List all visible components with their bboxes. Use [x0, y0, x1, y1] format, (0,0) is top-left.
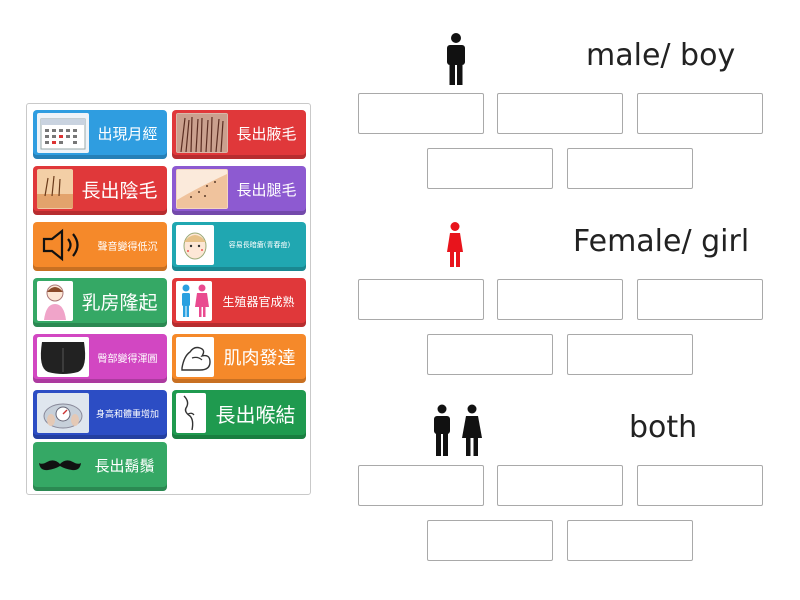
drop-slot-female[interactable] — [497, 279, 623, 320]
hips-icon — [37, 337, 89, 377]
card-label: 容易長暗瘡(青春痘) — [228, 241, 291, 249]
card-label: 長出腿毛 — [236, 180, 297, 199]
drop-slot-male[interactable] — [637, 93, 763, 134]
card-label: 聲音變得低沉 — [97, 241, 158, 253]
card-label: 出現月經 — [97, 124, 158, 143]
card-label: 肌肉發達 — [223, 348, 296, 369]
card-label: 乳房隆起 — [81, 291, 158, 314]
throat-icon — [176, 393, 206, 433]
mustache-icon — [37, 445, 83, 485]
drop-slot-both[interactable] — [358, 465, 484, 506]
leg-icon — [176, 169, 228, 209]
drop-slot-female[interactable] — [637, 279, 763, 320]
card-breast-development[interactable]: 乳房隆起 — [33, 278, 167, 327]
category-title-both: both — [629, 410, 698, 445]
skin-hair-icon — [37, 169, 73, 209]
card-armpit-hair[interactable]: 長出腋毛 — [172, 110, 306, 159]
drop-slot-both[interactable] — [567, 520, 693, 561]
card-label: 長出鬍鬚 — [94, 456, 155, 475]
male-icon — [445, 33, 467, 91]
card-label: 長出喉結 — [215, 402, 296, 427]
drop-slot-female[interactable] — [358, 279, 484, 320]
drop-slot-male[interactable] — [427, 148, 553, 189]
category-title-female: Female/ girl — [573, 224, 750, 259]
drop-slot-female[interactable] — [567, 334, 693, 375]
card-rounder-hips[interactable]: 臀部變得渾圓 — [33, 334, 167, 383]
card-label: 長出陰毛 — [81, 179, 158, 202]
card-adams-apple[interactable]: 長出喉結 — [172, 390, 306, 439]
card-voice-deepens[interactable]: 聲音變得低沉 — [33, 222, 167, 271]
girl-icon — [37, 281, 73, 321]
acne-face-icon — [176, 225, 214, 265]
drop-slot-both[interactable] — [637, 465, 763, 506]
speaker-icon — [37, 225, 89, 265]
card-label: 生殖器官成熟 — [222, 294, 295, 309]
male-female-icon — [432, 404, 484, 462]
card-pubic-hair[interactable]: 長出陰毛 — [33, 166, 167, 215]
card-beard-growth[interactable]: 長出鬍鬚 — [33, 442, 167, 491]
drop-slot-male[interactable] — [358, 93, 484, 134]
card-label: 臀部變得渾圓 — [97, 353, 158, 365]
drop-slot-female[interactable] — [427, 334, 553, 375]
drop-slot-both[interactable] — [497, 465, 623, 506]
card-height-weight[interactable]: 身高和體重增加 — [33, 390, 167, 439]
card-reproductive-maturity[interactable]: 生殖器官成熟 — [172, 278, 306, 327]
female-icon — [446, 222, 464, 272]
card-leg-hair[interactable]: 長出腿毛 — [172, 166, 306, 215]
drop-slot-both[interactable] — [427, 520, 553, 561]
restroom-icon — [176, 281, 212, 321]
card-menstruation[interactable]: 出現月經 — [33, 110, 167, 159]
card-palette: 出現月經 長出腋毛 長出陰毛 — [26, 103, 311, 495]
drop-slot-male[interactable] — [567, 148, 693, 189]
scale-icon — [37, 393, 89, 433]
muscle-arm-icon — [176, 337, 214, 377]
card-label: 身高和體重增加 — [95, 409, 159, 420]
drop-slot-male[interactable] — [497, 93, 623, 134]
hair-icon — [176, 113, 228, 153]
calendar-icon — [37, 113, 89, 153]
category-title-male: male/ boy — [586, 38, 736, 73]
card-muscle-development[interactable]: 肌肉發達 — [172, 334, 306, 383]
card-label: 長出腋毛 — [236, 124, 297, 143]
card-acne[interactable]: 容易長暗瘡(青春痘) — [172, 222, 306, 271]
